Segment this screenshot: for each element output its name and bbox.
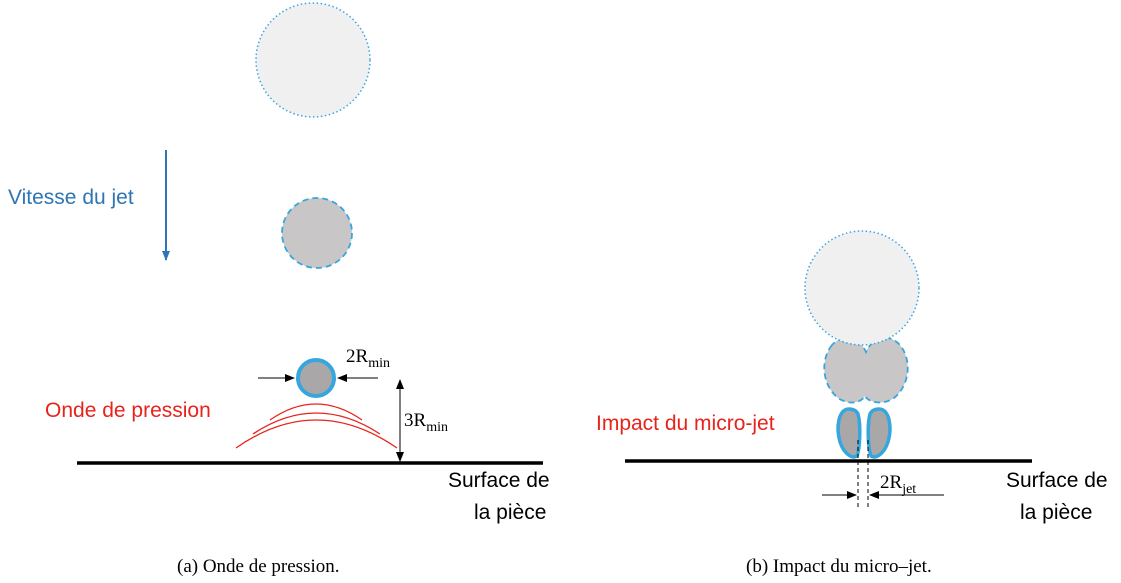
dim-width-label: 2Rmin [346,346,390,371]
collapsing-bubble [281,197,353,269]
panel-a: Vitesse du jet Onde de pression 2Rmin 3R… [8,2,550,577]
micro-jet-left-lobe [836,407,862,459]
surface-label-line1: Surface de [448,469,550,492]
surface-label-line2: la pièce [1020,501,1092,524]
minimum-bubble [296,358,336,398]
impact-label: Impact du micro-jet [596,412,775,435]
deformed-bubble [823,336,909,404]
initial-bubble [804,230,920,346]
panel-b: Impact du micro-jet 2Rjet Surface de la … [596,230,1108,577]
caption-b: (b) Impact du micro–jet. [746,556,932,577]
dim-jet-label: 2Rjet [880,472,916,497]
dim-height-label: 3Rmin [404,410,448,435]
pressure-wave [235,403,398,449]
caption-a: (a) Onde de pression. [177,556,340,577]
micro-jet-right-lobe [866,407,892,459]
initial-bubble [255,2,371,118]
pressure-wave-label: Onde de pression [45,399,211,422]
surface-label-line1: Surface de [1006,469,1108,492]
velocity-label: Vitesse du jet [8,186,134,209]
surface-label-line2: la pièce [474,501,546,524]
